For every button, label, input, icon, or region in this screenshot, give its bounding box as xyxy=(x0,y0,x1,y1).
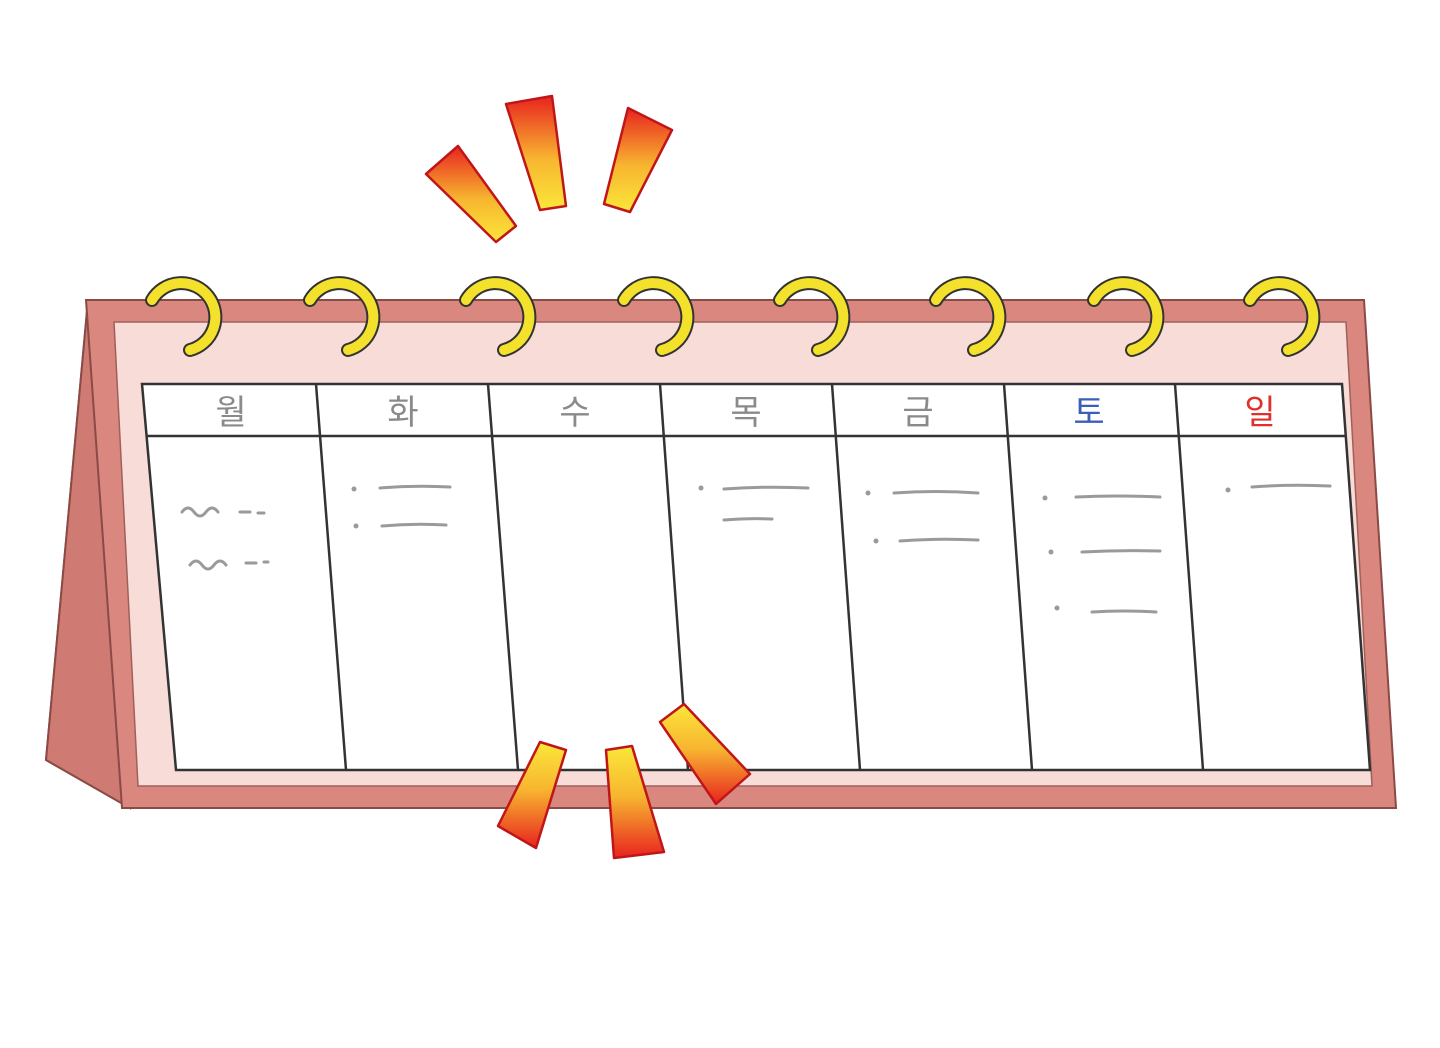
bullet xyxy=(865,490,871,496)
emphasis-burst-top xyxy=(424,94,674,244)
bullet xyxy=(351,486,357,492)
bullet xyxy=(698,485,704,491)
day-label-sat: 토 xyxy=(1073,393,1104,433)
day-label-thu: 목 xyxy=(730,393,761,433)
bullet xyxy=(1042,495,1048,501)
note-line xyxy=(1080,549,1162,554)
note-line xyxy=(898,537,980,543)
emphasis-burst-bottom xyxy=(496,702,752,860)
bullet xyxy=(1225,487,1231,493)
note-line xyxy=(380,522,448,528)
day-label-sun: 일 xyxy=(1244,393,1275,433)
note-line xyxy=(722,517,774,522)
note-line xyxy=(1090,609,1158,614)
burst-ray xyxy=(604,744,666,860)
note-line xyxy=(722,485,810,491)
scribble-mon-2 xyxy=(188,559,270,571)
note-line xyxy=(1250,483,1332,489)
day-label-mon: 월 xyxy=(215,393,246,433)
day-label-wed: 수 xyxy=(559,393,590,433)
bullet xyxy=(1054,605,1060,611)
day-label-tue: 화 xyxy=(387,393,418,433)
day-headers: 월 화 수 목 금 토 일 xyxy=(215,393,1275,433)
binding-rings xyxy=(145,276,1321,357)
note-line xyxy=(1074,494,1162,499)
bullet xyxy=(1048,549,1054,555)
scribble-mon-1 xyxy=(180,506,266,518)
note-scribbles xyxy=(180,483,1332,614)
burst-ray xyxy=(602,106,674,214)
burst-ray xyxy=(658,702,752,806)
note-line xyxy=(378,484,452,490)
burst-ray xyxy=(424,144,518,244)
bullet xyxy=(873,538,879,544)
note-line xyxy=(892,490,980,495)
day-label-fri: 금 xyxy=(902,393,933,433)
bullet xyxy=(353,523,359,529)
burst-ray xyxy=(504,94,568,212)
ring-fill xyxy=(147,278,1319,355)
burst-ray xyxy=(496,740,568,850)
week-board xyxy=(140,382,1372,772)
